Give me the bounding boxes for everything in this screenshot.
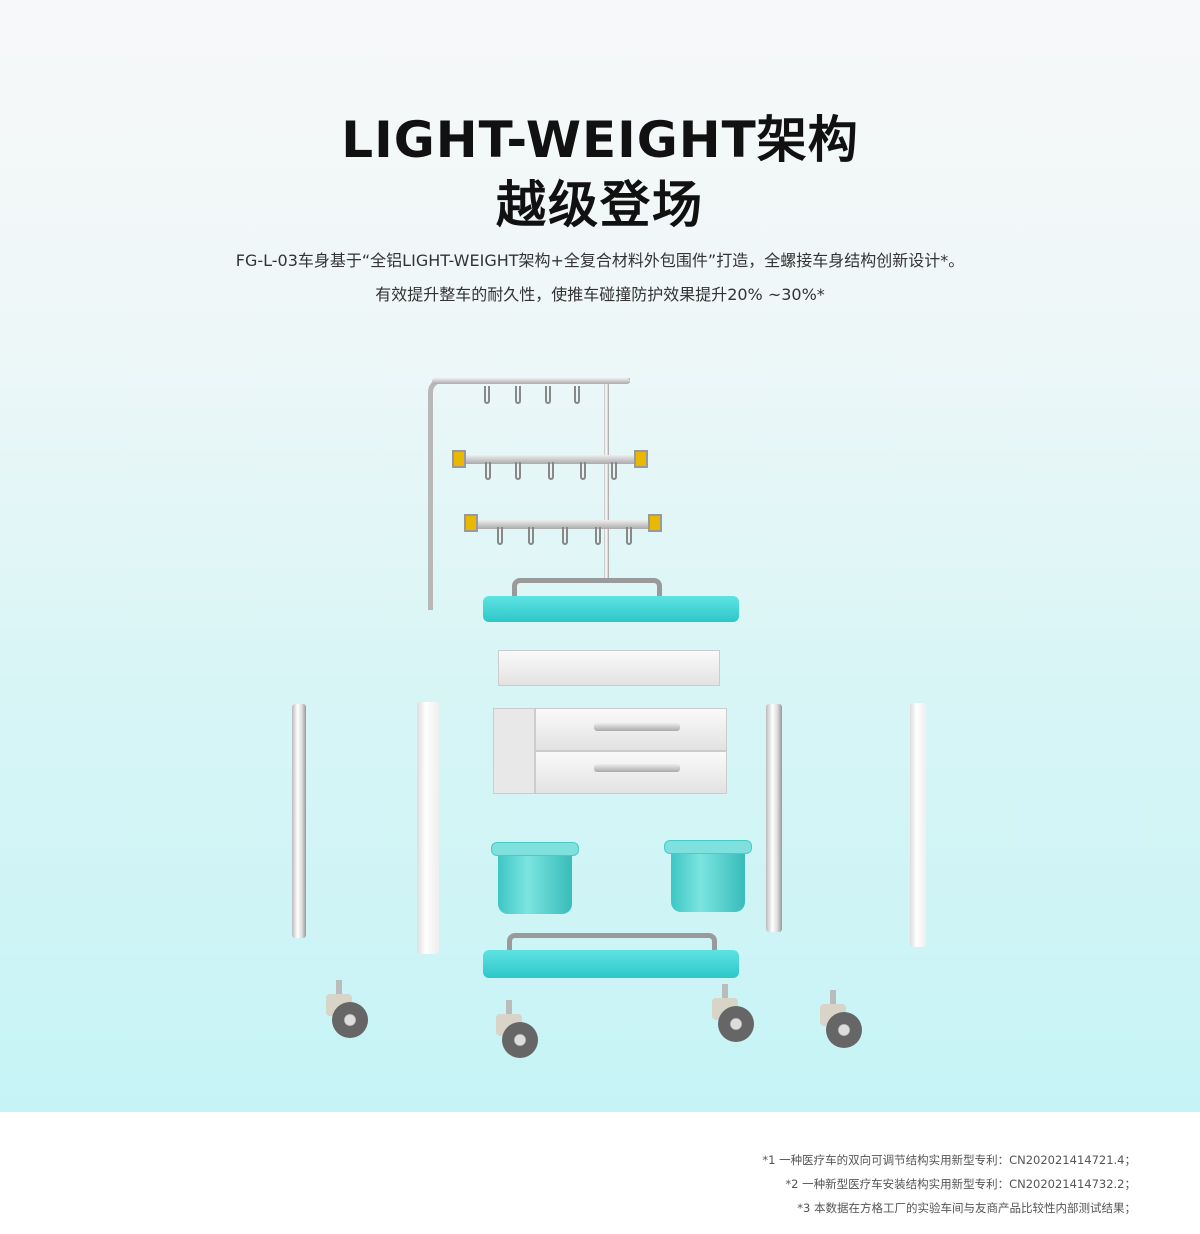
drawer-cabinet-side	[493, 708, 535, 794]
hook-icon	[528, 527, 534, 545]
hook-icon	[484, 386, 490, 404]
caster-wheel	[712, 984, 754, 1042]
iv-pole-right	[604, 382, 609, 582]
description-line-2: 有效提升整车的耐久性，使推车碰撞防护效果提升20% ~30%*	[375, 285, 825, 304]
iv-pole-top-bar	[432, 378, 630, 384]
drawer-handle	[594, 764, 680, 772]
caster-wheel	[820, 990, 862, 1048]
rail-clamp	[464, 514, 478, 532]
top-tray	[483, 596, 739, 622]
footnotes: *1 一种医疗车的双向可调节结构实用新型专利：CN202021414721.4；…	[762, 1148, 1136, 1220]
hook-rail-lower	[465, 520, 661, 529]
rail-clamp	[648, 514, 662, 532]
hook-icon	[580, 462, 586, 480]
iv-pole-frame	[428, 378, 630, 610]
top-tray-handle	[512, 578, 662, 600]
hook-icon	[595, 527, 601, 545]
hook-icon	[548, 462, 554, 480]
hook-icon	[497, 527, 503, 545]
hero-section: LIGHT-WEIGHT架构 越级登场 FG-L-03车身基于“全铝LIGHT-…	[0, 0, 1200, 1112]
title-line-2: 越级登场	[496, 176, 704, 234]
drawer-lower	[535, 751, 727, 794]
caster-wheel	[496, 1000, 538, 1058]
caster-wheel	[326, 980, 368, 1038]
hook-icon	[574, 386, 580, 404]
footnote: *3 本数据在方格工厂的实验车间与友商产品比较性内部测试结果；	[797, 1201, 1136, 1215]
side-pole	[292, 704, 306, 938]
rail-clamp	[634, 450, 648, 468]
bottom-tray-handle	[507, 933, 717, 953]
drawer-handle	[594, 723, 680, 731]
hook-rail-upper	[452, 455, 648, 464]
hook-icon	[562, 527, 568, 545]
footnote: *1 一种医疗车的双向可调节结构实用新型专利：CN202021414721.4；	[762, 1153, 1136, 1167]
hook-icon	[626, 527, 632, 545]
hook-icon	[515, 386, 521, 404]
bucket-lid	[664, 840, 752, 854]
hook-icon	[485, 462, 491, 480]
title-line-1: LIGHT-WEIGHT架构	[341, 111, 859, 169]
bucket-right	[671, 854, 745, 912]
hook-icon	[611, 462, 617, 480]
rail-clamp	[452, 450, 466, 468]
hook-icon	[545, 386, 551, 404]
side-pole	[417, 702, 439, 954]
bucket-left	[498, 856, 572, 914]
side-pole	[766, 704, 782, 932]
bucket-lid	[491, 842, 579, 856]
bottom-tray	[483, 950, 739, 978]
description-line-1: FG-L-03车身基于“全铝LIGHT-WEIGHT架构+全复合材料外包围件”打…	[235, 251, 965, 270]
drawer-frame	[498, 650, 720, 686]
footnote: *2 一种新型医疗车安装结构实用新型专利：CN202021414732.2；	[785, 1177, 1136, 1191]
side-pole	[910, 703, 926, 947]
hook-icon	[515, 462, 521, 480]
